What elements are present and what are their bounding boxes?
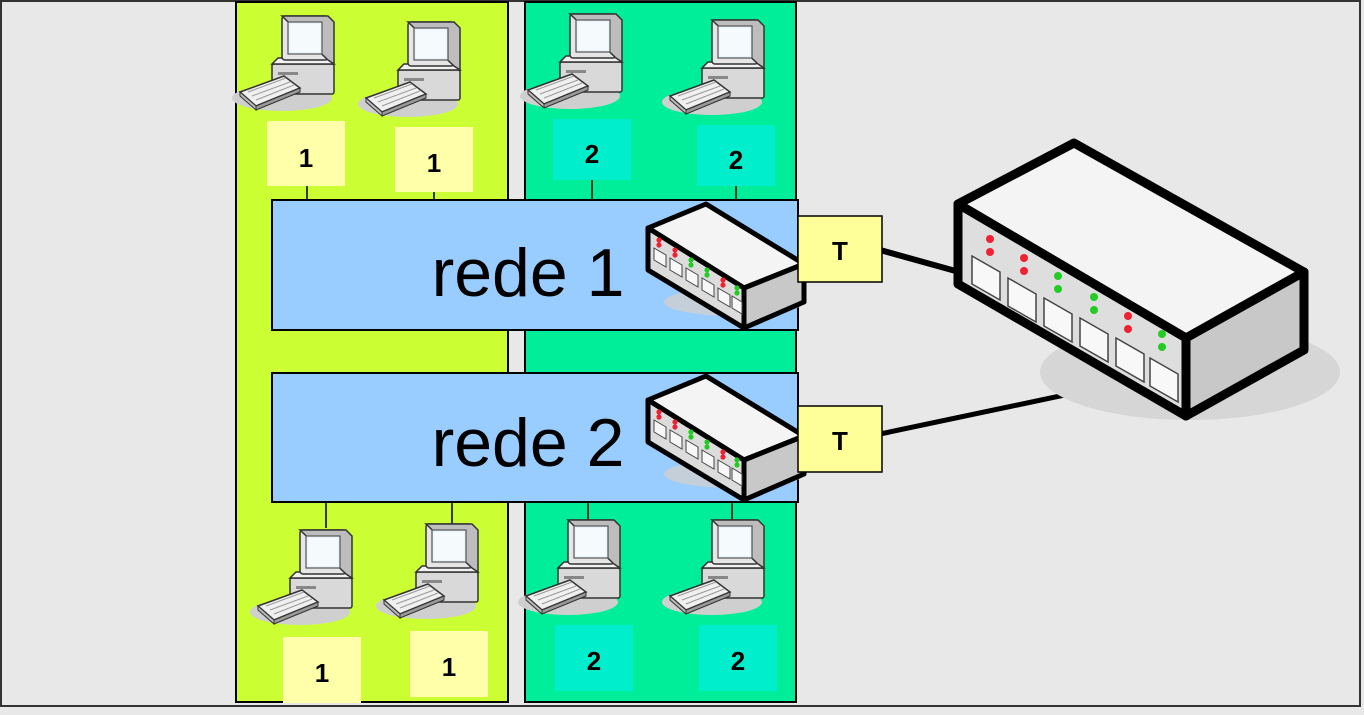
host-links: [306, 180, 737, 528]
trunk-label-text: T: [832, 236, 848, 266]
host-label-text: 2: [731, 646, 745, 676]
host-label: 1: [395, 127, 473, 192]
host-label: 1: [283, 637, 361, 703]
host-label: 2: [553, 119, 631, 180]
host-label-text: 1: [427, 148, 441, 178]
trunk-label: T: [797, 405, 883, 473]
host-label: 1: [410, 631, 488, 697]
host-label: 2: [699, 625, 777, 691]
core-switch-icon: [953, 138, 1340, 421]
network-label: rede 1: [432, 235, 625, 311]
host-label-text: 2: [585, 139, 599, 169]
trunk-label: T: [797, 215, 883, 283]
host-label: 2: [697, 125, 775, 186]
host-label-text: 1: [299, 143, 313, 173]
host-label: 2: [555, 625, 633, 691]
host-label-text: 1: [315, 658, 329, 688]
trunk-label-text: T: [832, 426, 848, 456]
status-led: [986, 235, 1166, 351]
network-label: rede 2: [432, 405, 625, 481]
host-label-text: 1: [442, 652, 456, 682]
host-label-text: 2: [587, 646, 601, 676]
host-label-text: 2: [729, 145, 743, 175]
host-label: 1: [267, 121, 345, 186]
